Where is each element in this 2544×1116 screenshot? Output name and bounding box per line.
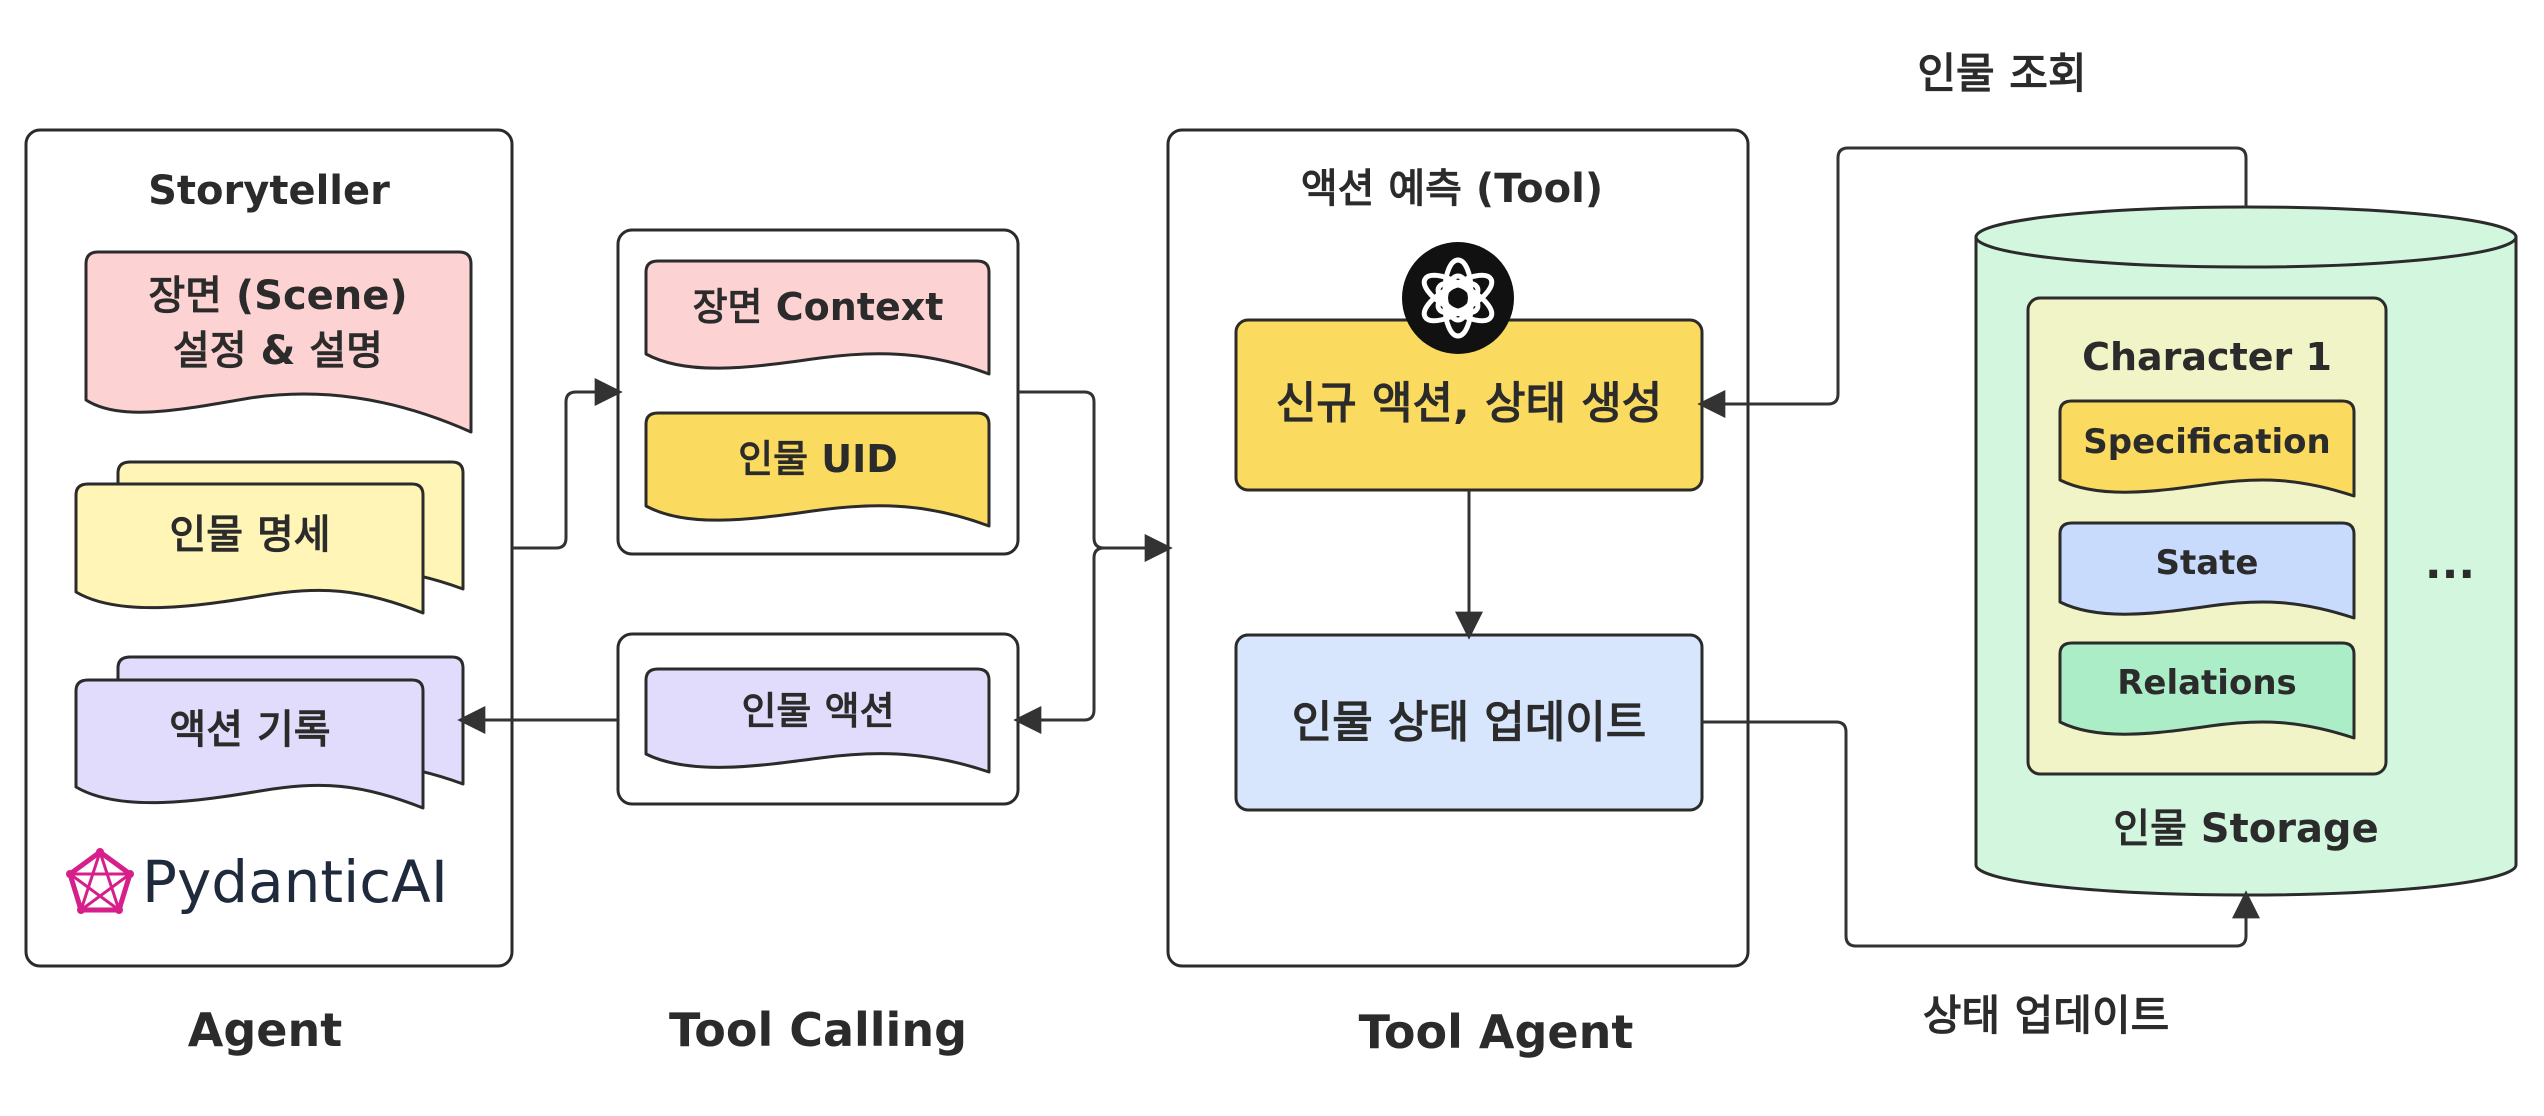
storage-lookup-arrow (1697, 146, 2248, 418)
action-log-document-shape (74, 678, 425, 810)
update-state-label: 인물 상태 업데이트 (1292, 697, 1646, 748)
pydantic-logo-icon (66, 848, 134, 914)
context-document-shape (644, 259, 991, 376)
agent-panel: Storyteller 장면 (Scene) 설정 & 설명 인물 명세 액션 … (24, 128, 514, 968)
relations-document-shape (2058, 641, 2356, 740)
agent-to-request-arrow (512, 378, 623, 550)
agent-panel-title: Storyteller (148, 168, 390, 214)
character-document-shape (74, 482, 425, 615)
lookup-flow-label: 인물 조회 (1917, 49, 2086, 98)
character-card-title: Character 1 (2082, 335, 2332, 379)
character-document-label: 인물 명세 (169, 512, 330, 558)
tool-agent-caption: Tool Agent (1359, 1005, 1634, 1059)
request-to-tool-agent-arrow (1018, 390, 1173, 562)
context-document-label: 장면 Context (693, 285, 944, 329)
update-to-storage-arrow (1702, 720, 2260, 948)
storage-label: 인물 Storage (2113, 806, 2378, 852)
uid-document-shape (644, 411, 991, 528)
relations-label: Relations (2117, 663, 2297, 703)
agent-caption: Agent (188, 1003, 342, 1057)
action-log-document-label: 액션 기록 (169, 707, 330, 753)
openai-logo-icon (1402, 242, 1514, 354)
specification-document-shape (2058, 399, 2356, 498)
character-storage: Character 1 Specification State Relation… (1974, 205, 2518, 897)
uid-document-label: 인물 UID (738, 437, 898, 481)
specification-label: Specification (2083, 422, 2330, 462)
action-document-label: 인물 액션 (741, 689, 894, 733)
tool-call-response-box: 인물 액션 (616, 632, 1020, 806)
connectors (457, 146, 2260, 948)
storage-cylinder-top (1974, 205, 2518, 269)
more-characters-ellipsis: ... (2425, 538, 2475, 589)
scene-document-line2: 설정 & 설명 (173, 328, 383, 374)
tool-agent-to-response-arrow (1013, 546, 1168, 734)
state-label: State (2156, 543, 2259, 583)
generate-action-label: 신규 액션, 상태 생성 (1276, 378, 1663, 429)
action-document-shape (644, 667, 991, 774)
tool-agent-panel-title: 액션 예측 (Tool) (1301, 166, 1603, 212)
update-flow-label: 상태 업데이트 (1923, 991, 2169, 1040)
pydantic-logo-text: PydanticAI (142, 848, 448, 916)
scene-document-line1: 장면 (Scene) (148, 273, 407, 319)
scene-document-shape (84, 250, 473, 434)
tool-calling-caption: Tool Calling (669, 1003, 967, 1057)
state-document-shape (2058, 521, 2356, 620)
tool-agent-panel: 액션 예측 (Tool) 신규 액션, 상태 생성 인물 상태 업데이트 (1166, 128, 1750, 968)
tool-call-request-box: 장면 Context 인물 UID (616, 228, 1020, 556)
